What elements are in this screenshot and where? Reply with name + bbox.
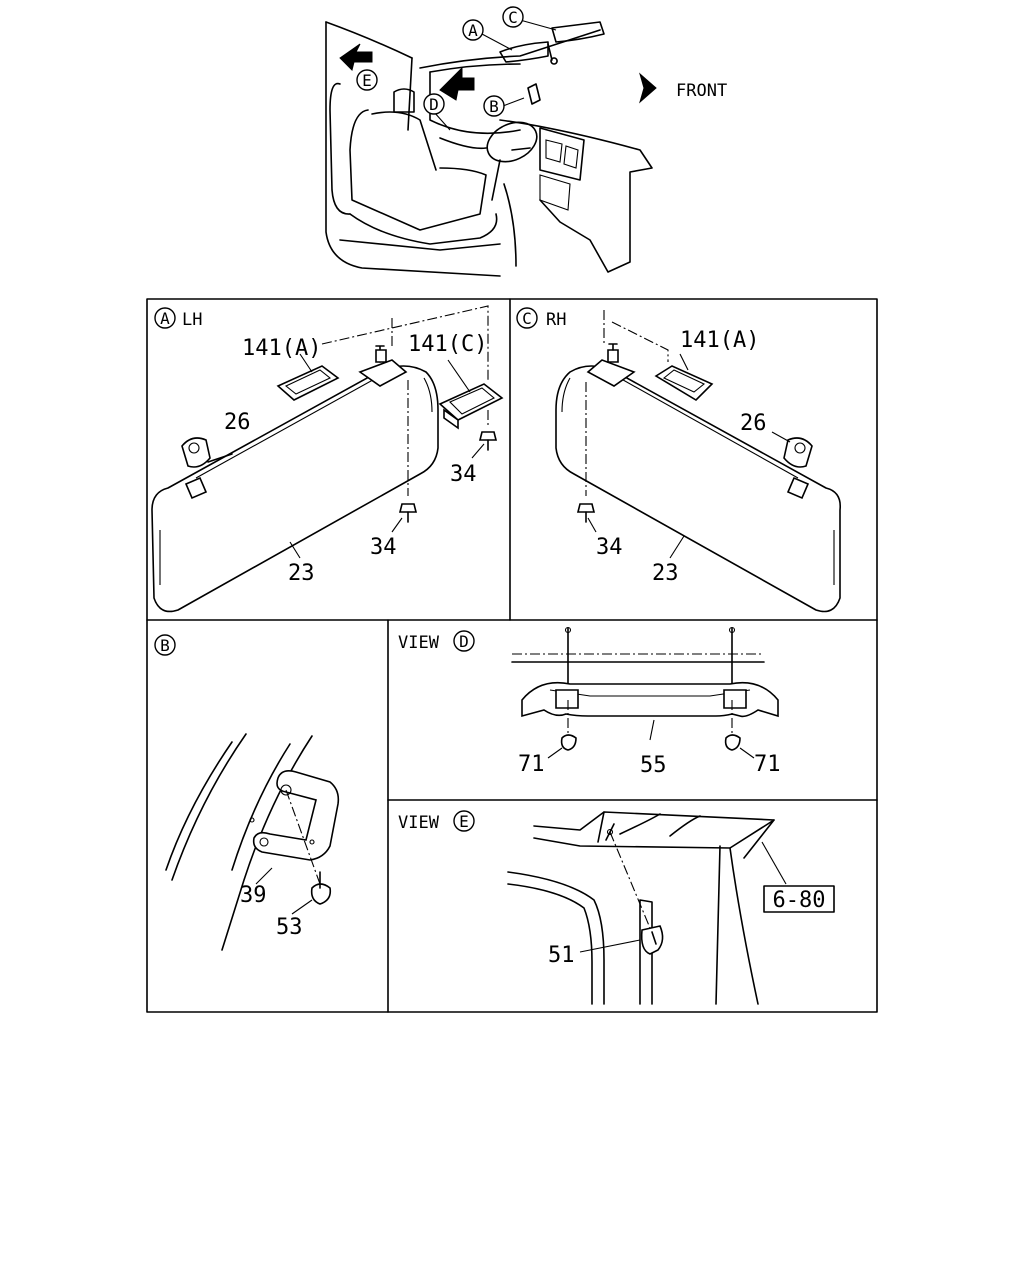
svg-text:55: 55 (640, 753, 667, 778)
front-label: FRONT (676, 81, 727, 101)
svg-text:141(A): 141(A) (242, 336, 321, 361)
svg-text:23: 23 (652, 561, 679, 586)
svg-text:39: 39 (240, 883, 267, 908)
svg-text:53: 53 (276, 915, 303, 940)
svg-text:51: 51 (548, 943, 575, 968)
svg-text:VIEW: VIEW (398, 633, 440, 653)
svg-text:E: E (362, 71, 372, 90)
callout-a-overview: A (462, 19, 484, 41)
panel-frames (146, 298, 878, 1013)
svg-text:VIEW: VIEW (398, 813, 440, 833)
svg-text:26: 26 (740, 411, 767, 436)
svg-text:34: 34 (596, 535, 623, 560)
panel-d-view: VIEW D 71 55 71 (398, 626, 781, 778)
cab-overview: A C B D E FRONT (325, 6, 727, 277)
panel-a-lh: A LH (151, 305, 504, 613)
svg-text:C: C (508, 8, 518, 27)
svg-text:34: 34 (450, 462, 477, 487)
svg-text:34: 34 (370, 535, 397, 560)
svg-text:A: A (160, 309, 170, 328)
svg-text:E: E (459, 812, 469, 831)
panel-e-view: VIEW E 51 6-80 (398, 810, 835, 1005)
callout-d-overview: D (423, 93, 445, 115)
svg-text:B: B (160, 636, 170, 655)
svg-text:71: 71 (754, 752, 781, 777)
svg-text:141(C): 141(C) (408, 332, 487, 357)
svg-text:23: 23 (288, 561, 315, 586)
panel-b: B 39 53 (154, 634, 340, 951)
callout-b-overview: B (483, 95, 505, 117)
panel-a-side-label: LH (182, 310, 202, 330)
svg-text:D: D (429, 95, 439, 114)
ref-box-6-80: 6-80 (763, 885, 835, 913)
callout-e-overview: E (356, 69, 378, 91)
svg-text:71: 71 (518, 752, 545, 777)
svg-text:26: 26 (224, 410, 251, 435)
svg-text:6-80: 6-80 (773, 888, 826, 913)
panel-c-rh: C RH 141(A) 26 34 23 (516, 307, 842, 613)
svg-text:A: A (468, 21, 478, 40)
svg-text:D: D (459, 632, 469, 651)
panel-c-side-label: RH (546, 310, 566, 330)
svg-text:141(A): 141(A) (680, 328, 759, 353)
svg-text:B: B (489, 97, 499, 116)
callout-c-overview: C (502, 6, 524, 28)
svg-text:C: C (522, 309, 532, 328)
